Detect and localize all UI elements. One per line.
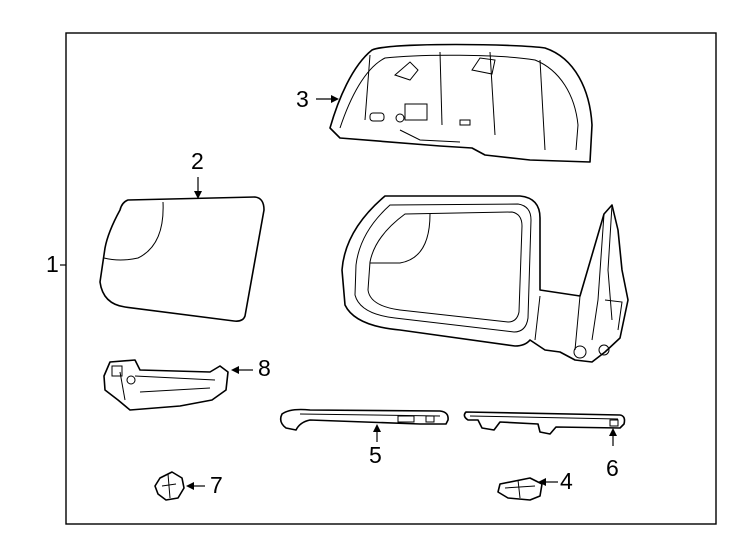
clip bbox=[497, 477, 543, 501]
arrow-4 bbox=[538, 478, 546, 486]
arrow-6 bbox=[609, 428, 617, 436]
callout-8: 8 bbox=[258, 355, 271, 381]
arrow-8 bbox=[231, 366, 239, 374]
callout-2: 2 bbox=[191, 148, 204, 174]
callout-3: 3 bbox=[296, 86, 309, 112]
callout-5: 5 bbox=[369, 442, 382, 468]
callout-7: 7 bbox=[210, 472, 223, 498]
arrow-7 bbox=[186, 482, 194, 490]
callout-1: 1 bbox=[46, 251, 59, 277]
turn-signal-lamp bbox=[103, 359, 229, 411]
arrow-2 bbox=[194, 191, 202, 199]
trim-strip bbox=[279, 408, 449, 431]
arrow-5 bbox=[373, 424, 381, 432]
callout-6: 6 bbox=[606, 455, 619, 481]
mirror-glass bbox=[99, 196, 265, 322]
mirror-assembly bbox=[341, 195, 629, 363]
molding bbox=[463, 411, 626, 435]
push-pin bbox=[154, 471, 185, 501]
diagram-frame bbox=[65, 32, 717, 525]
arrow-3 bbox=[331, 95, 339, 103]
mirror-cover bbox=[329, 43, 593, 163]
callout-4: 4 bbox=[560, 468, 573, 494]
